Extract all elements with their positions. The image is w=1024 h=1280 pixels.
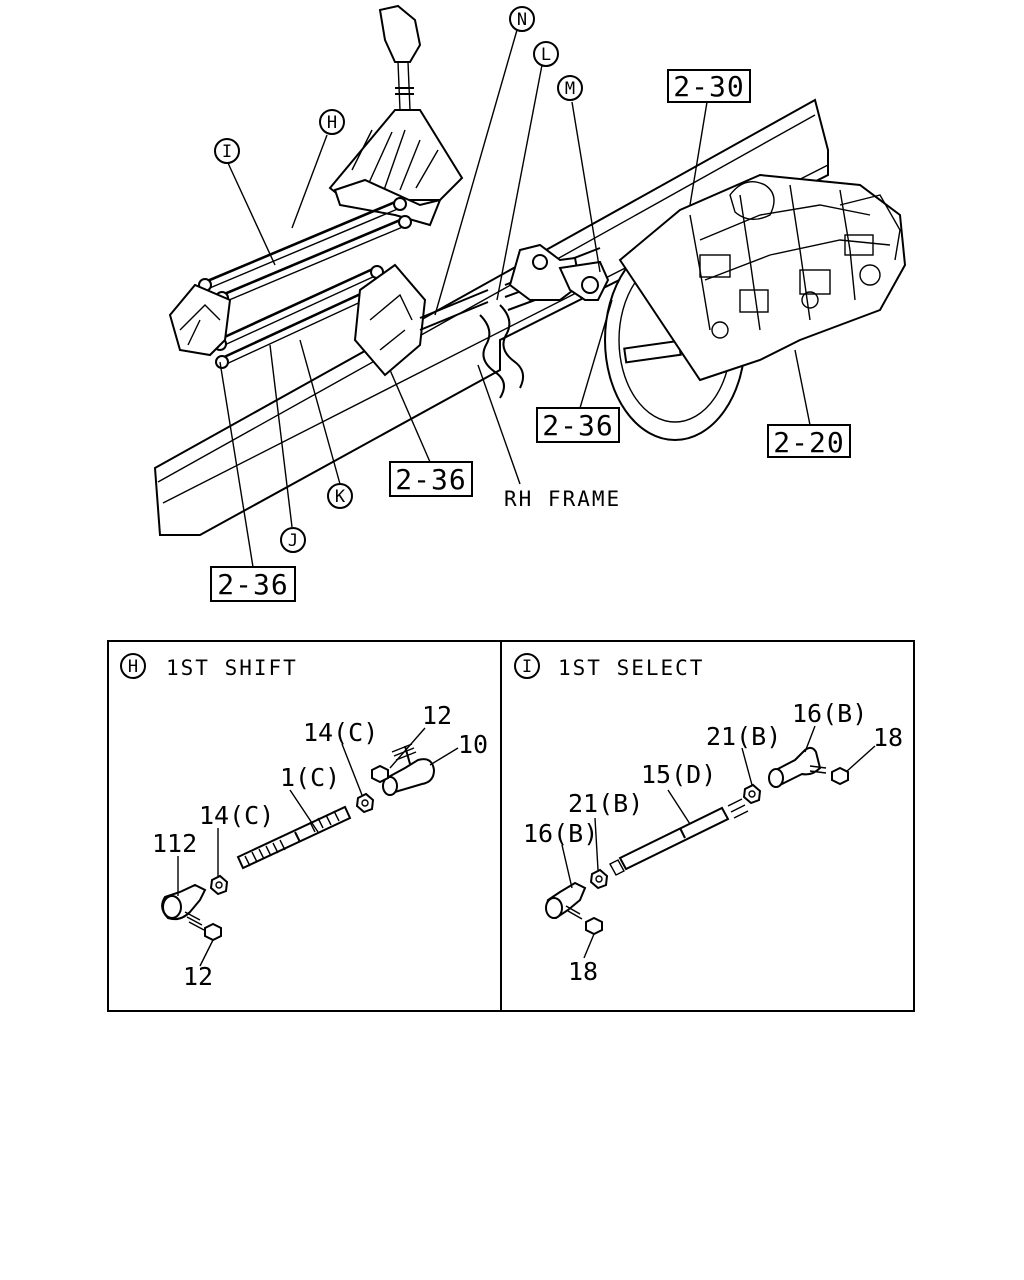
shift-tower xyxy=(508,243,610,301)
part-label-14c-lower: 14(C) xyxy=(199,801,274,830)
part-label-21b-lower: 21(B) xyxy=(568,789,643,818)
svg-text:2-20: 2-20 xyxy=(773,426,844,459)
select-part-labels: 16(B) 18 21(B) 15(D) 21(B) 16(B) 18 xyxy=(523,699,903,986)
rh-frame-label: RH FRAME xyxy=(504,487,621,511)
part-label-18-bottom: 18 xyxy=(568,957,598,986)
panel-1st-shift: H 1ST SHIFT xyxy=(120,653,488,991)
panel-frame xyxy=(107,640,915,1012)
svg-text:N: N xyxy=(517,10,527,30)
shift-rod-parts xyxy=(161,743,436,942)
svg-text:I: I xyxy=(522,657,532,677)
ref-box-2-36-center: 2-36 xyxy=(389,461,473,497)
callout-n: N xyxy=(509,6,535,32)
shift-lever xyxy=(328,4,464,227)
callout-i: I xyxy=(214,138,240,164)
part-label-21b-upper: 21(B) xyxy=(706,722,781,751)
ref-box-2-36-mid: 2-36 xyxy=(536,407,620,443)
panel-i-title: 1ST SELECT xyxy=(558,656,704,680)
select-rod-parts xyxy=(545,746,849,936)
svg-text:H: H xyxy=(327,113,337,133)
panel-h-marker: H xyxy=(120,653,146,679)
svg-text:J: J xyxy=(288,531,298,551)
svg-text:L: L xyxy=(541,45,551,65)
svg-text:I: I xyxy=(222,142,232,162)
leader-lines xyxy=(219,29,811,568)
svg-text:H: H xyxy=(128,657,138,677)
part-label-112: 112 xyxy=(152,829,197,858)
svg-text:2-36: 2-36 xyxy=(217,568,288,601)
panel-h-title: 1ST SHIFT xyxy=(166,656,298,680)
ref-box-2-36-left: 2-36 xyxy=(210,566,296,602)
panel-i-marker: I xyxy=(514,653,540,679)
ref-box-2-30: 2-30 xyxy=(667,69,751,103)
svg-text:2-36: 2-36 xyxy=(395,463,466,496)
callout-h: H xyxy=(319,109,345,135)
detail-panels: H 1ST SHIFT xyxy=(107,640,915,1012)
shift-part-labels: 12 14(C) 10 1(C) 14(C) 112 12 xyxy=(152,701,488,991)
part-label-12-top: 12 xyxy=(422,701,452,730)
overview-illustration: N L M H I K J xyxy=(153,4,907,602)
part-label-16b-lower: 16(B) xyxy=(523,819,598,848)
callout-m: M xyxy=(557,75,583,101)
shift-part-leaders xyxy=(177,727,459,967)
part-label-15d: 15(D) xyxy=(641,760,716,789)
select-part-leaders xyxy=(561,725,876,959)
callout-k: K xyxy=(327,483,353,509)
overview-callouts: N L M H I K J xyxy=(214,6,583,553)
ref-box-2-20: 2-20 xyxy=(767,424,851,459)
svg-text:K: K xyxy=(335,487,346,507)
transmission xyxy=(604,173,907,441)
part-label-12-bottom: 12 xyxy=(183,962,213,991)
part-label-18-top: 18 xyxy=(873,723,903,752)
callout-j: J xyxy=(280,527,306,553)
part-label-1c: 1(C) xyxy=(280,763,340,792)
svg-text:2-36: 2-36 xyxy=(542,409,613,442)
part-label-14c-upper: 14(C) xyxy=(303,718,378,747)
panel-1st-select: I 1ST SELECT xyxy=(514,653,903,986)
svg-text:2-30: 2-30 xyxy=(673,70,744,103)
part-label-16b-upper: 16(B) xyxy=(792,699,867,728)
shift-rods xyxy=(168,197,427,377)
part-label-10: 10 xyxy=(458,730,488,759)
svg-text:M: M xyxy=(565,79,575,99)
callout-l: L xyxy=(533,41,559,67)
